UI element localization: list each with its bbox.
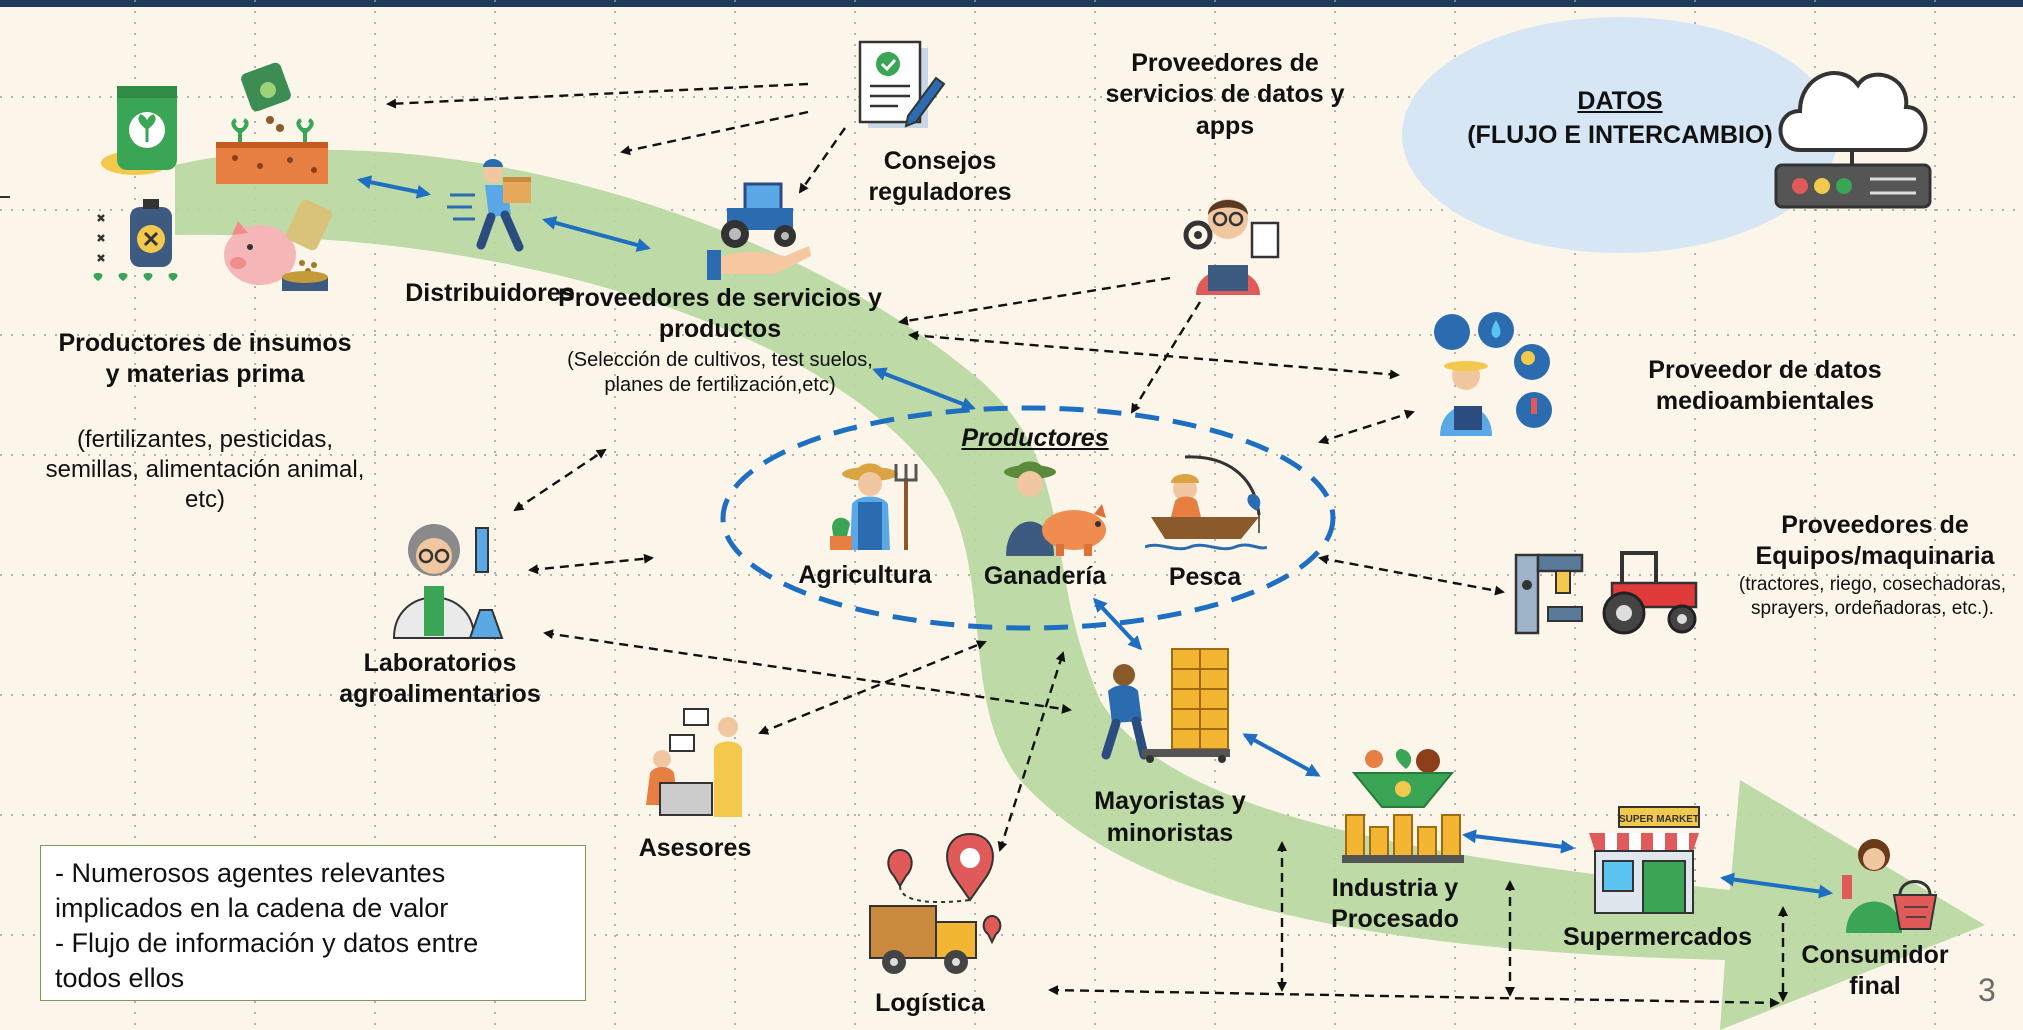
note-line: - Flujo de información y datos entre (55, 928, 479, 958)
label-distribuidores: Distribuidores (405, 279, 575, 307)
data-exchange-ellipse (1402, 17, 1838, 253)
label-proveedores-servicios: Proveedores de servicios y productos (558, 284, 882, 344)
label-proveedor-medioambiental: Proveedor de datos medioambientales (1648, 356, 1882, 416)
label-consumidor: Consumidor final (1801, 941, 1949, 1001)
top-bar (0, 0, 2023, 7)
livestock-farmer-icon (1004, 461, 1106, 556)
supermarket-icon: SUPER MARKET (1589, 806, 1700, 914)
productores-ellipse (720, 405, 1336, 631)
processing-industry-icon (1342, 749, 1464, 863)
note-line: implicados en la cadena de valor (55, 893, 449, 923)
supermarket-sign-text: SUPER MARKET (1619, 814, 1699, 825)
fisherman-boat-icon (1145, 455, 1267, 551)
label-laboratorios: Laboratorios agroalimentarios (339, 649, 541, 709)
label-asesores: Asesores (638, 834, 752, 862)
flow-arrow-insumos-distribuidores (357, 175, 431, 199)
logistics-icon (869, 832, 1002, 974)
flow-arrow-proveedores-productores (872, 367, 976, 411)
advisors-icon (646, 708, 742, 817)
data-app-provider-icon (1183, 199, 1280, 295)
summary-note-box: - Numerosos agentes relevantes implicado… (40, 845, 586, 1001)
label-logistica: Logística (875, 989, 985, 1017)
label-productores-insumos: Productores de insumos y materias prima (58, 329, 352, 389)
flow-arrow-industria-supermercados (1462, 829, 1575, 854)
label-productores-insumos-detalle: (fertilizantes, pesticidas, semillas, al… (45, 426, 365, 513)
farmer-icon (830, 463, 918, 550)
label-productores: Productores (961, 424, 1109, 452)
label-proveedores-datos-apps: Proveedores de servicios de datos y apps (1105, 49, 1345, 140)
flow-arrow-supermercados-consumidor (1720, 872, 1833, 899)
seed-bag-icon (101, 86, 177, 175)
flow-arrow-mayoristas-industria (1242, 733, 1321, 777)
delivery-man-icon (447, 159, 531, 252)
pesticide-sprayer-icon (93, 199, 178, 295)
note-line: todos ellos (55, 963, 185, 993)
label-proveedores-equipos: Proveedores de Equipos/maquinaria (1755, 511, 1995, 571)
environmental-data-icon (1434, 312, 1552, 436)
soil-planting-icon (216, 62, 328, 184)
label-datos: DATOS (1577, 87, 1663, 115)
flow-arrow-distribuidores-proveedores (542, 216, 651, 252)
certificate-icon (858, 40, 946, 128)
machinery-icon (1514, 553, 1584, 635)
page-number: 3 (1978, 972, 1996, 1008)
value-chain-flow-arrow (175, 149, 1985, 1030)
tractor-service-icon (707, 182, 811, 280)
label-supermercados: Supermercados (1563, 923, 1752, 951)
label-proveedores-servicios-detalle: (Selección de cultivos, test suelos, pla… (567, 349, 873, 396)
label-pesca: Pesca (1168, 563, 1242, 591)
flow-arrow-ganaderia-mayoristas (1092, 597, 1143, 651)
wholesaler-icon (1101, 648, 1230, 763)
label-consejos-reguladores: Consejos reguladores (868, 147, 1012, 207)
note-line: - Numerosos agentes relevantes (55, 858, 446, 888)
label-mayoristas: Mayoristas y minoristas (1094, 787, 1246, 847)
animal-feed-icon (224, 199, 332, 291)
consumer-icon (1842, 839, 1938, 933)
label-flujo-intercambio: (FLUJO E INTERCAMBIO) (1467, 121, 1773, 149)
red-tractor-icon (1602, 551, 1698, 635)
label-proveedores-equipos-detalle: (tractores, riego, cosechadoras, sprayer… (1738, 574, 2007, 619)
label-industria: Industria y Procesado (1331, 874, 1459, 934)
scientist-icon (392, 524, 504, 639)
label-agricultura: Agricultura (798, 561, 932, 589)
label-ganaderia: Ganadería (983, 562, 1107, 590)
cloud-server-icon (1774, 71, 1932, 209)
